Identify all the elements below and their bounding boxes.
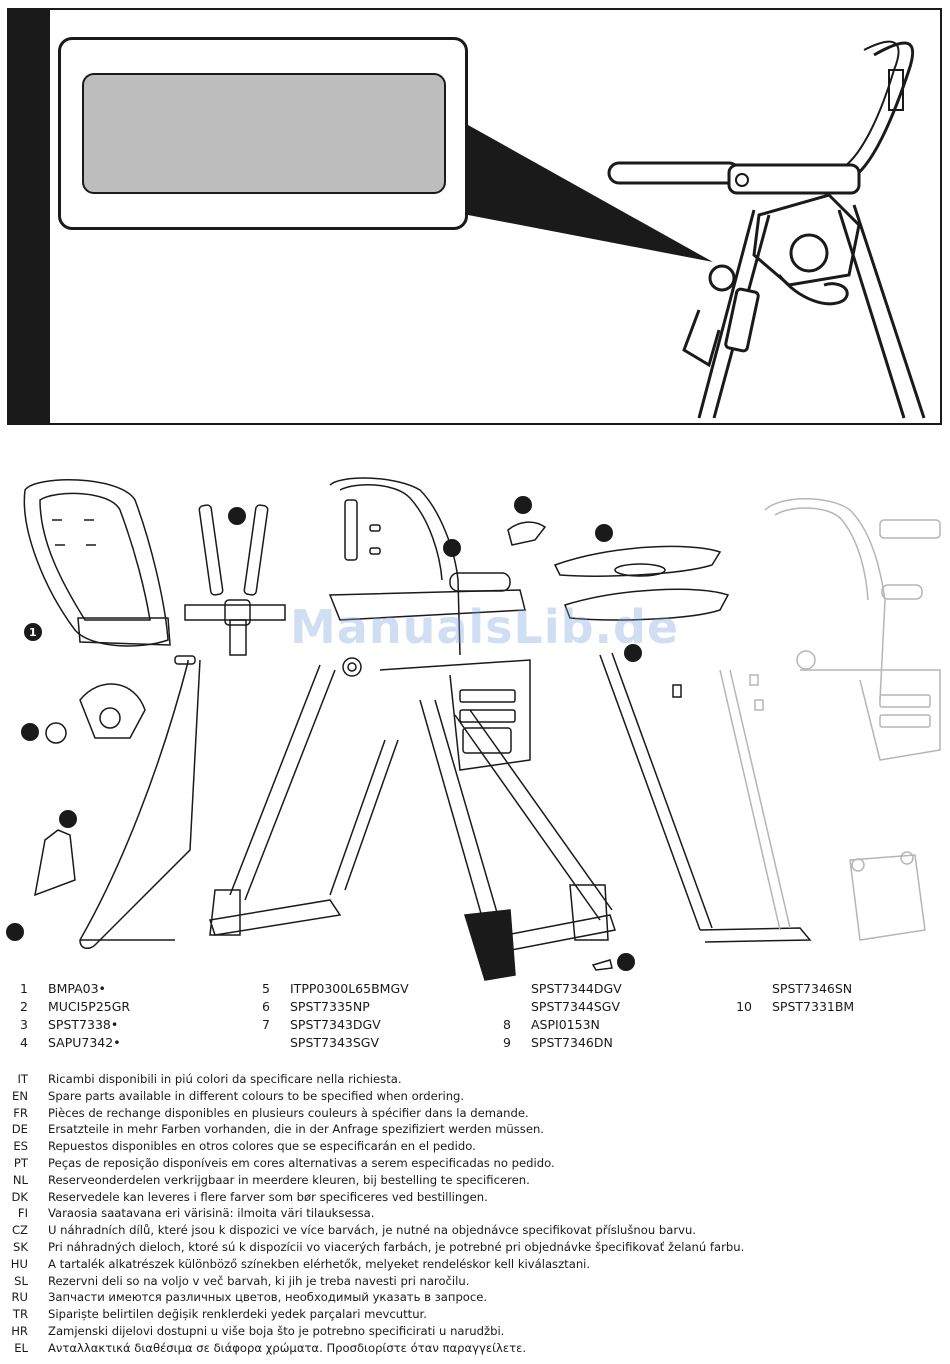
note-text: Ricambi disponibili in piú colori da spe…	[48, 1072, 402, 1086]
part-code: BMPA03•	[48, 981, 106, 996]
part-code: SAPU7342•	[48, 1035, 121, 1050]
part-number: 8	[503, 1017, 511, 1032]
part-code: MUCI5P25GR	[48, 999, 131, 1014]
note-text: Varaosia saatavana eri värisinä: ilmoita…	[48, 1206, 375, 1221]
svg-text:1: 1	[29, 626, 37, 639]
part-code: SPST7338•	[48, 1017, 119, 1032]
language-code: EL	[14, 1340, 28, 1355]
language-code: CZ	[11, 1223, 28, 1238]
part-number: 6	[262, 999, 270, 1014]
note-row: HR Zamjenski dijelovi dostupni u više boj…	[0, 1324, 950, 1341]
part-number: 10	[736, 999, 752, 1014]
exploded-parts-diagram: 1	[6, 477, 941, 981]
part-code: SPST7331BM	[772, 999, 855, 1014]
note-row: DE Ersatzteile in mehr Farben vorhanden, …	[0, 1122, 950, 1139]
note-row: DK Reservedele kan leveres i flere farver…	[0, 1190, 950, 1207]
part-number: 3	[20, 1017, 28, 1032]
note-text: U náhradních dílů, které jsou k dispozic…	[48, 1223, 696, 1238]
note-row: FR Pièces de rechange disponibles en plus…	[0, 1106, 950, 1123]
spare-parts-notes: IT Ricambi disponibili in piú colori da s…	[0, 1072, 950, 1358]
note-row: IT Ricambi disponibili in piú colori da s…	[0, 1072, 950, 1089]
part-number: 4	[20, 1035, 28, 1050]
note-text: Pièces de rechange disponibles en plusie…	[48, 1105, 529, 1120]
note-row: FI Varaosia saatavana eri värisinä: ilmoi…	[0, 1206, 950, 1223]
language-code: DE	[11, 1122, 28, 1137]
note-text: A tartalék alkatrészek különböző színekb…	[48, 1256, 591, 1271]
part-code: SPST7335NP	[290, 999, 370, 1014]
part-number: 5	[262, 981, 270, 996]
part-code: SPST7344DGV	[531, 981, 622, 996]
note-row: TR Sipariște belirtilen değișik renklerde…	[0, 1307, 950, 1324]
note-text: Reservedele kan leveres i flere farver s…	[48, 1189, 488, 1204]
part-number: 7	[262, 1017, 270, 1032]
note-text: Repuestos disponibles en otros colores q…	[48, 1139, 476, 1154]
language-code: EN	[12, 1088, 28, 1103]
language-code: FR	[13, 1105, 28, 1120]
section-band	[9, 10, 50, 423]
label-location-panel	[7, 8, 942, 425]
note-text: Pri náhradných dieloch, ktoré sú k dispo…	[48, 1239, 745, 1254]
note-row: CZ U náhradních dílů, které jsou k dispoz…	[0, 1223, 950, 1240]
note-row: RU Запчасти имеются различных цветов, нео…	[0, 1290, 950, 1307]
part-number: 2	[20, 999, 28, 1014]
note-row: HU A tartalék alkatrészek különböző színe…	[0, 1257, 950, 1274]
note-row: SK Pri náhradných dieloch, ktoré sú k dis…	[0, 1240, 950, 1257]
note-text: Zamjenski dijelovi dostupni u više boja …	[48, 1323, 505, 1338]
note-row: SL Rezervni deli so na voljo v več barvah…	[0, 1274, 950, 1291]
note-text: Rezervni deli so na voljo v več barvah, …	[48, 1273, 470, 1288]
language-code: RU	[11, 1290, 28, 1305]
part-code: SPST7346SN	[772, 981, 853, 996]
note-text: Ersatzteile in mehr Farben vorhanden, di…	[48, 1122, 544, 1137]
language-code: DK	[11, 1189, 28, 1204]
note-row: PT Peças de reposição disponíveis em core…	[0, 1156, 950, 1173]
note-text: Reserveonderdelen verkrijgbaar in meerde…	[48, 1172, 530, 1187]
part-code: SPST7346DN	[531, 1035, 613, 1050]
left-leg-tube-part	[79, 655, 201, 950]
part-code: SPST7344SGV	[531, 999, 621, 1014]
note-text: Spare parts available in different colou…	[48, 1088, 465, 1103]
product-label-placeholder	[82, 73, 446, 194]
part-code: ASPI0153N	[531, 1017, 600, 1032]
language-code: SK	[13, 1239, 28, 1254]
main-highchair-assembly	[209, 477, 616, 981]
note-row: NL Reserveonderdelen verkrijgbaar in meer…	[0, 1173, 950, 1190]
language-code: TR	[12, 1307, 28, 1322]
seat-cushion-part	[23, 479, 171, 647]
language-code: IT	[17, 1072, 28, 1086]
parts-list: 1 BMPA03• 2 MUCI5P25GR 3 SPST7338• 4 SAP…	[0, 980, 950, 1055]
language-code: HR	[11, 1323, 28, 1338]
part-code: SPST7343SGV	[290, 1035, 380, 1050]
note-row: EN Spare parts available in different col…	[0, 1089, 950, 1106]
part-number: 1	[20, 981, 28, 996]
language-code: NL	[12, 1172, 28, 1187]
language-code: PT	[13, 1155, 28, 1170]
part-number-markers: 1	[6, 496, 642, 971]
note-row: EL Ανταλλακτικά διαθέσιμα σε διάφορα χρώμ…	[0, 1341, 950, 1358]
note-text: Sipariște belirtilen değișik renklerdeki…	[48, 1307, 427, 1322]
part-number: 9	[503, 1035, 511, 1050]
note-row: ES Repuestos disponibles en otros colores…	[0, 1139, 950, 1156]
note-text: Запчасти имеются различных цветов, необх…	[48, 1290, 488, 1305]
language-code: ES	[13, 1139, 28, 1154]
harness-part	[184, 504, 286, 656]
highchair-closeup-illustration	[468, 40, 926, 419]
language-code: SL	[14, 1273, 28, 1288]
light-seat-assembly-part	[719, 498, 941, 941]
label-callout-box	[58, 37, 468, 230]
note-text: Ανταλλακτικά διαθέσιμα σε διάφορα χρώματ…	[48, 1340, 527, 1355]
note-text: Peças de reposição disponíveis em cores …	[48, 1155, 555, 1170]
language-code: FI	[17, 1206, 28, 1221]
language-code: HU	[10, 1256, 28, 1271]
part-code: SPST7343DGV	[290, 1017, 381, 1032]
watermark-text: ManualsLib.de	[290, 600, 680, 654]
part-code: ITPP0300L65BMGV	[290, 981, 409, 996]
tray-parts	[553, 545, 730, 621]
